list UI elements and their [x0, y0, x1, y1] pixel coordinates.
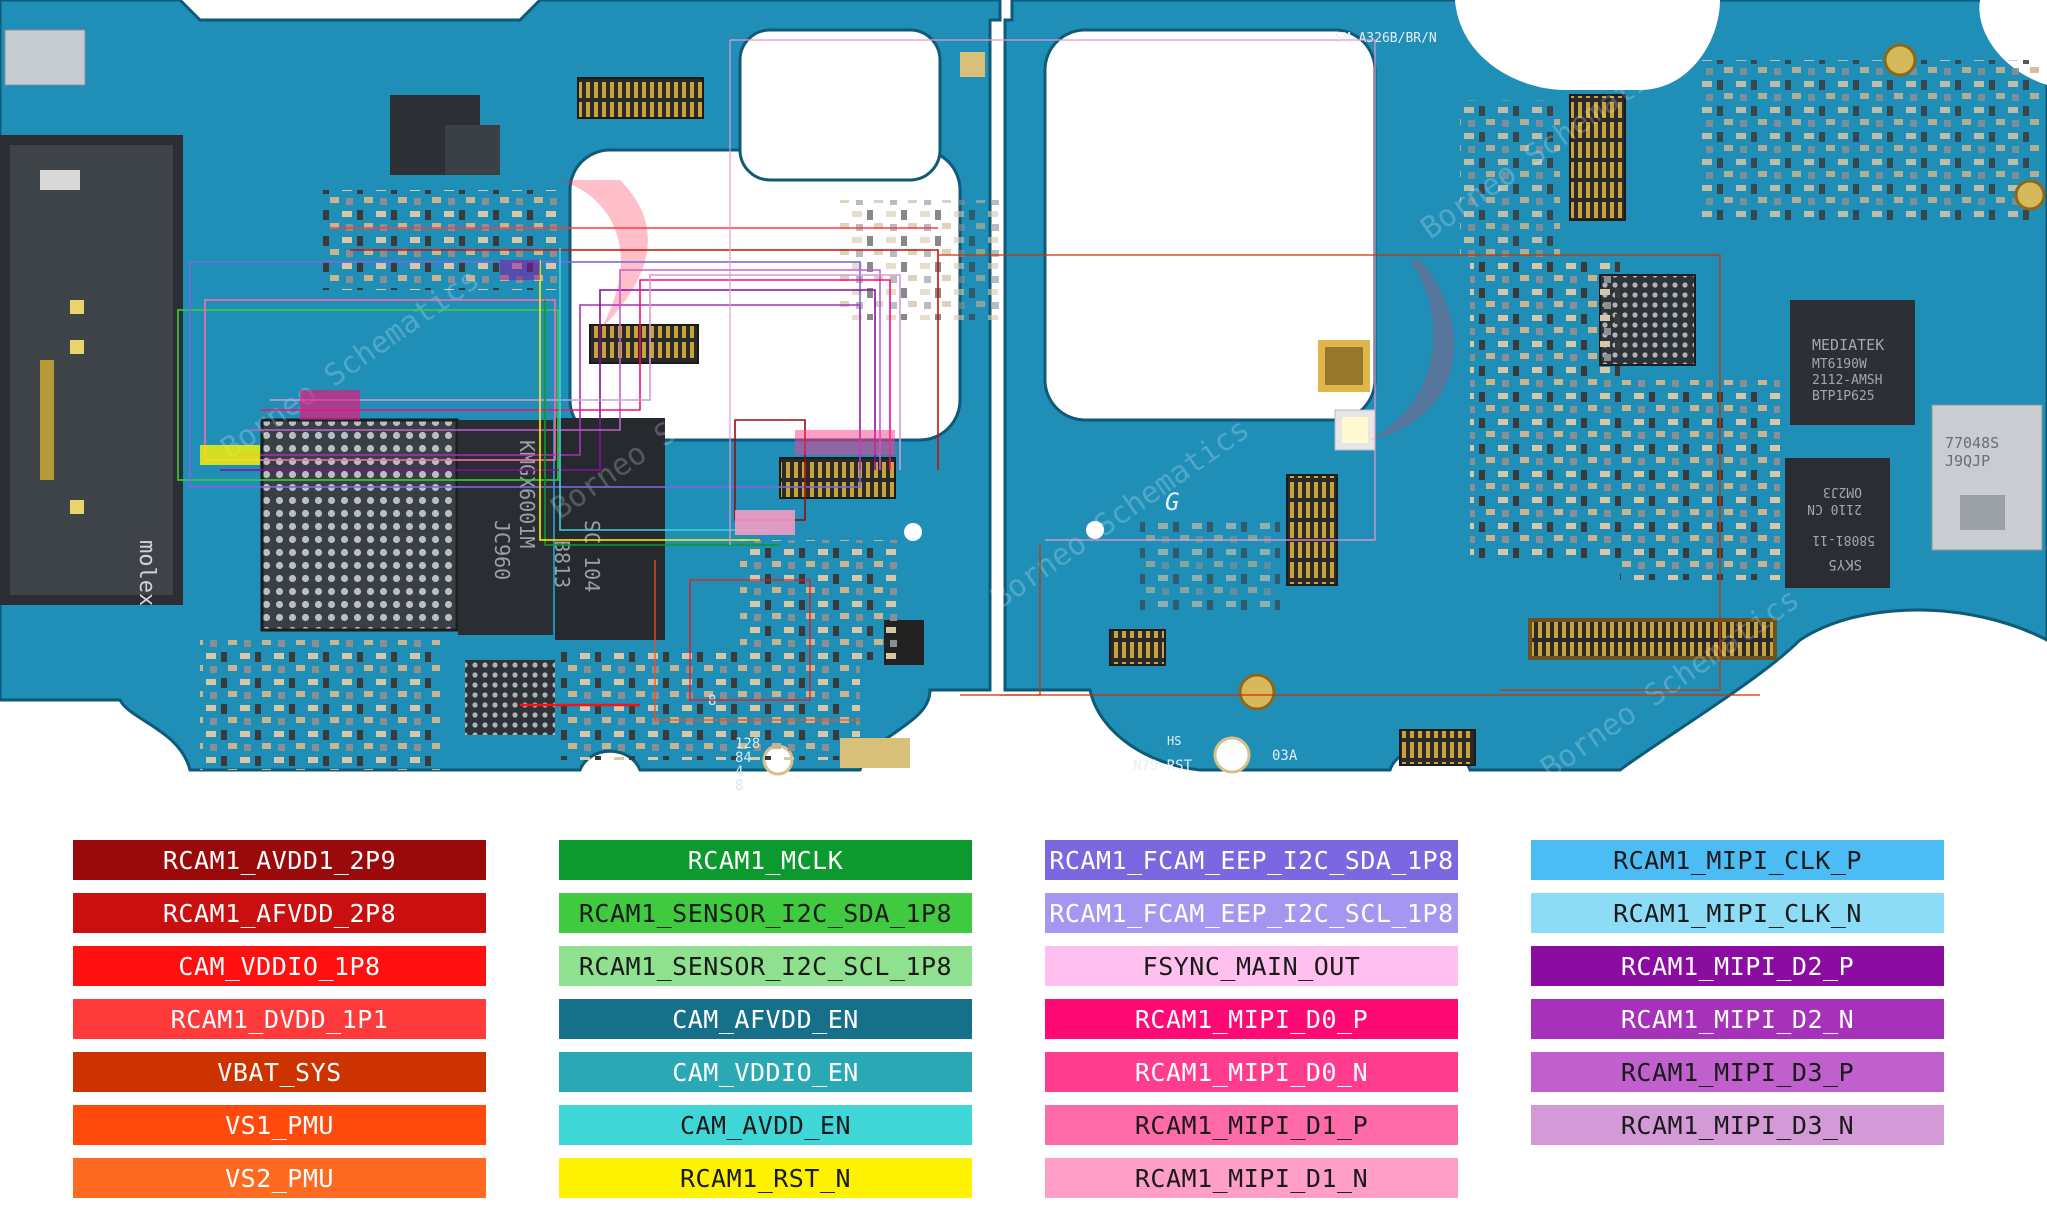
legend-signal-chip: RCAM1_MIPI_D0_N [1045, 1052, 1458, 1092]
svg-text:128: 128 [735, 736, 760, 752]
svg-text:G: G [1165, 488, 1179, 516]
legend-signal-chip: CAM_AVDD_EN [559, 1105, 972, 1145]
legend-signal-chip: VS1_PMU [73, 1105, 486, 1145]
svg-text:N79 RST: N79 RST [1133, 758, 1193, 774]
legend-signal-chip: RCAM1_MIPI_CLK_N [1531, 893, 1944, 933]
legend-signal-chip: RCAM1_MIPI_D0_P [1045, 999, 1458, 1039]
svg-text:BTP1P625: BTP1P625 [1812, 389, 1875, 404]
legend-signal-chip: RCAM1_AFVDD_2P8 [73, 893, 486, 933]
svg-text:SM-A326B/BR/N: SM-A326B/BR/N [1335, 31, 1437, 46]
legend-signal-chip: RCAM1_MIPI_D3_N [1531, 1105, 1944, 1145]
svg-text:JC960: JC960 [490, 520, 514, 580]
board-connector [1569, 94, 1626, 221]
svg-text:KMGX6001M: KMGX6001M [515, 440, 539, 548]
legend-signal-chip: RCAM1_FCAM_EEP_I2C_SCL_1P8 [1045, 893, 1458, 933]
legend-signal-chip: RCAM1_MIPI_D2_P [1531, 946, 1944, 986]
legend-signal-chip: RCAM1_MIPI_D1_N [1045, 1158, 1458, 1198]
pa-module: 77048S J9QJP [1931, 404, 2043, 551]
svg-text:8: 8 [735, 778, 743, 794]
legend-signal-chip: RCAM1_SENSOR_I2C_SDA_1P8 [559, 893, 972, 933]
svg-text:8: 8 [708, 693, 716, 709]
legend-signal-chip: RCAM1_RST_N [559, 1158, 972, 1198]
pcb-board-view: molex KMGX6001M JC960 B813 SC 104 [0, 0, 2047, 794]
legend-signal-chip: VS2_PMU [73, 1158, 486, 1198]
soc-bga [260, 418, 459, 632]
pmic-chip: KMGX6001M JC960 [458, 420, 553, 635]
legend-signal-chip: FSYNC_MAIN_OUT [1045, 946, 1458, 986]
legend-signal-chip: RCAM1_MIPI_CLK_P [1531, 840, 1944, 880]
highlighted-pads [200, 260, 895, 535]
svg-text:MT6190W: MT6190W [1812, 357, 1867, 372]
board-connector [1286, 474, 1338, 586]
legend-signal-chip: VBAT_SYS [73, 1052, 486, 1092]
mediatek-transceiver: MEDIATEK MT6190W 2112-AMSH BTP1P625 [1790, 300, 1915, 425]
legend-signal-chip: CAM_AFVDD_EN [559, 999, 972, 1039]
legend-signal-chip: CAM_VDDIO_EN [559, 1052, 972, 1092]
svg-text:SKY5: SKY5 [1828, 556, 1862, 572]
legend-signal-chip: RCAM1_DVDD_1P1 [73, 999, 486, 1039]
svg-text:4: 4 [735, 764, 743, 780]
svg-text:MEDIATEK: MEDIATEK [1812, 336, 1884, 354]
trace-overlay [177, 39, 1760, 721]
legend-signal-chip: RCAM1_MIPI_D3_P [1531, 1052, 1944, 1092]
svg-text:84: 84 [735, 750, 752, 766]
legend-signal-chip: RCAM1_MIPI_D2_N [1531, 999, 1944, 1039]
board-connector [1528, 618, 1777, 660]
svg-text:OM2J3: OM2J3 [1823, 484, 1862, 499]
molex-mark: molex [134, 540, 159, 606]
legend-signal-chip: CAM_VDDIO_1P8 [73, 946, 486, 986]
svg-text:B813: B813 [550, 540, 574, 588]
board-connector [577, 77, 704, 119]
camera-connector [779, 457, 896, 499]
svg-text:2112-AMSH: 2112-AMSH [1812, 373, 1882, 388]
svg-text:58081-11: 58081-11 [1812, 532, 1875, 547]
pcb-photo: molex KMGX6001M JC960 B813 SC 104 [0, 0, 2047, 794]
legend-column-4: RCAM1_MIPI_CLK_P RCAM1_MIPI_CLK_N RCAM1_MI… [1531, 840, 1944, 1158]
svg-text:2110 CN: 2110 CN [1807, 501, 1862, 516]
legend-signal-chip: RCAM1_SENSOR_I2C_SCL_1P8 [559, 946, 972, 986]
svg-text:HS: HS [1167, 734, 1181, 748]
svg-text:J9QJP: J9QJP [1945, 452, 1990, 470]
card-socket: molex [0, 135, 183, 606]
skyworks-chip: SKY5 58081-11 2110 CN OM2J3 [1785, 458, 1890, 588]
legend-signal-chip: RCAM1_FCAM_EEP_I2C_SDA_1P8 [1045, 840, 1458, 880]
svg-text:03A: 03A [1272, 748, 1298, 764]
legend-signal-chip: RCAM1_MIPI_D1_P [1045, 1105, 1458, 1145]
board-connector [589, 324, 699, 364]
left-board-half: molex KMGX6001M JC960 B813 SC 104 [0, 0, 1002, 794]
svg-text:77048S: 77048S [1945, 434, 1999, 452]
svg-text:SC 104: SC 104 [580, 520, 604, 592]
right-board-half: MEDIATEK MT6190W 2112-AMSH BTP1P625 SKY5… [1003, 0, 2047, 774]
legend-signal-chip: RCAM1_MCLK [559, 840, 972, 880]
legend-signal-chip: RCAM1_AVDD1_2P9 [73, 840, 486, 880]
